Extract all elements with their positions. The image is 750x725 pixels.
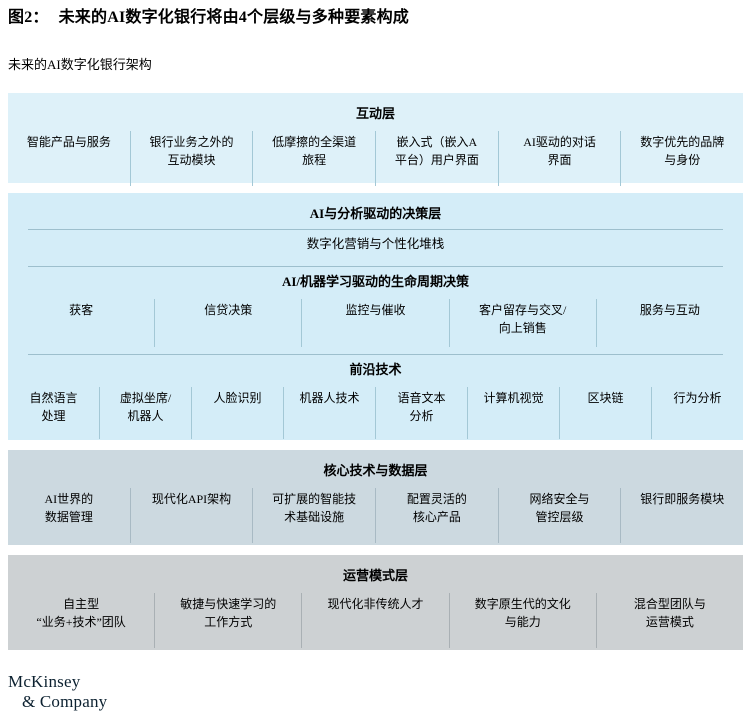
layer-interaction: 互动层 智能产品与服务 银行业务之外的 互动模块低摩擦的全渠道 旅程嵌入式（嵌入A…: [8, 93, 743, 186]
layer-item: 现代化API架构: [129, 488, 253, 543]
layer-item: 语音文本 分析: [375, 387, 467, 439]
figure-page: 图2：未来的AI数字化银行将由4个层级与多种要素构成 未来的AI数字化银行架构 …: [0, 8, 750, 712]
layer-item: 数字原生代的文化 与能力: [448, 593, 596, 648]
layer-core-tech: 核心技术与数据层 AI世界的 数据管理 现代化API架构可扩展的智能技 术基础设施…: [8, 450, 743, 545]
mckinsey-logo: McKinsey & Company: [8, 672, 743, 712]
lifecycle-section-title: AI/机器学习驱动的生命周期决策: [281, 274, 470, 289]
lifecycle-items: 获客 信贷决策监控与催收客户留存与交叉/ 向上销售服务与互动: [8, 299, 743, 347]
layer-item: 银行即服务模块: [620, 488, 743, 543]
layer-item: 虚拟坐席/ 机器人: [99, 387, 191, 439]
logo-line2: & Company: [22, 692, 108, 711]
figure-label: 图2：: [8, 9, 49, 26]
horizontal-divider: [28, 266, 723, 267]
layer-item: 混合型团队与 运营模式: [595, 593, 743, 648]
figure-subtitle: 未来的AI数字化银行架构: [8, 57, 152, 72]
layer-core-tech-title: 核心技术与数据层: [323, 463, 428, 478]
marketing-stack-row: 数字化营销与个性化堆栈: [306, 237, 445, 251]
layer-item: 机器人技术: [283, 387, 375, 439]
frontier-section-title: 前沿技术: [349, 362, 402, 377]
layer-item: 智能产品与服务: [26, 135, 111, 149]
layer-core-tech-items: AI世界的 数据管理 现代化API架构可扩展的智能技 术基础设施配置灵活的 核心产…: [8, 488, 743, 543]
logo-line1: McKinsey: [8, 672, 81, 691]
frontier-tech-items: 自然语言 处理虚拟坐席/ 机器人人脸识别机器人技术语音文本 分析计算机视觉区块链…: [8, 387, 743, 439]
layer-item: 可扩展的智能技 术基础设施: [252, 488, 375, 543]
layer-interaction-title: 互动层: [355, 106, 395, 121]
layer-item: 嵌入式（嵌入A 平台）用户界面: [375, 131, 498, 186]
layer-item: 低摩擦的全渠道 旅程: [252, 131, 375, 186]
layer-item: 人脸识别: [191, 387, 283, 439]
layer-item: 敏捷与快速学习的 工作方式: [154, 593, 301, 648]
layer-item: 银行业务之外的 互动模块: [129, 131, 253, 186]
architecture-diagram: 互动层 智能产品与服务 银行业务之外的 互动模块低摩擦的全渠道 旅程嵌入式（嵌入A…: [8, 93, 743, 650]
figure-title: 图2： 未来的AI数字化银行将由4个层级与多种要素构成: [8, 8, 743, 28]
layer-item: 信贷决策: [154, 299, 301, 347]
layer-item: 网络安全与 管控层级: [497, 488, 621, 543]
layer-item: AI驱动的对话 界面: [497, 131, 621, 186]
layer-decision: AI与分析驱动的决策层 数字化营销与个性化堆栈 AI/机器学习驱动的生命周期决策…: [8, 193, 743, 440]
layer-item: 自主型 “业务+技术”团队: [36, 597, 126, 629]
layer-decision-title: AI与分析驱动的决策层: [309, 206, 442, 221]
figure-title-text: 未来的AI数字化银行将由4个层级与多种要素构成: [58, 9, 409, 26]
layer-operating-model-items: 自主型 “业务+技术”团队敏捷与快速学习的 工作方式现代化非传统人才数字原生代的…: [8, 593, 743, 648]
layer-item: 数字优先的品牌 与身份: [620, 131, 743, 186]
layer-item: 计算机视觉: [467, 387, 559, 439]
layer-interaction-items: 智能产品与服务 银行业务之外的 互动模块低摩擦的全渠道 旅程嵌入式（嵌入A 平台）…: [8, 131, 743, 186]
layer-item: 自然语言 处理: [29, 391, 78, 423]
layer-item: 客户留存与交叉/ 向上销售: [448, 299, 596, 347]
layer-item: AI世界的 数据管理: [44, 492, 94, 524]
layer-item: 区块链: [559, 387, 651, 439]
layer-item: 现代化非传统人才: [301, 593, 448, 648]
layer-operating-model: 运营模式层 自主型 “业务+技术”团队敏捷与快速学习的 工作方式现代化非传统人才…: [8, 555, 743, 650]
horizontal-divider: [28, 229, 723, 230]
layer-operating-model-title: 运营模式层: [342, 568, 408, 583]
layer-item: 获客: [69, 303, 94, 317]
layer-item: 服务与互动: [595, 299, 743, 347]
horizontal-divider: [28, 354, 723, 355]
layer-item: 配置灵活的 核心产品: [375, 488, 498, 543]
layer-item: 监控与催收: [301, 299, 448, 347]
layer-item: 行为分析: [651, 387, 743, 439]
